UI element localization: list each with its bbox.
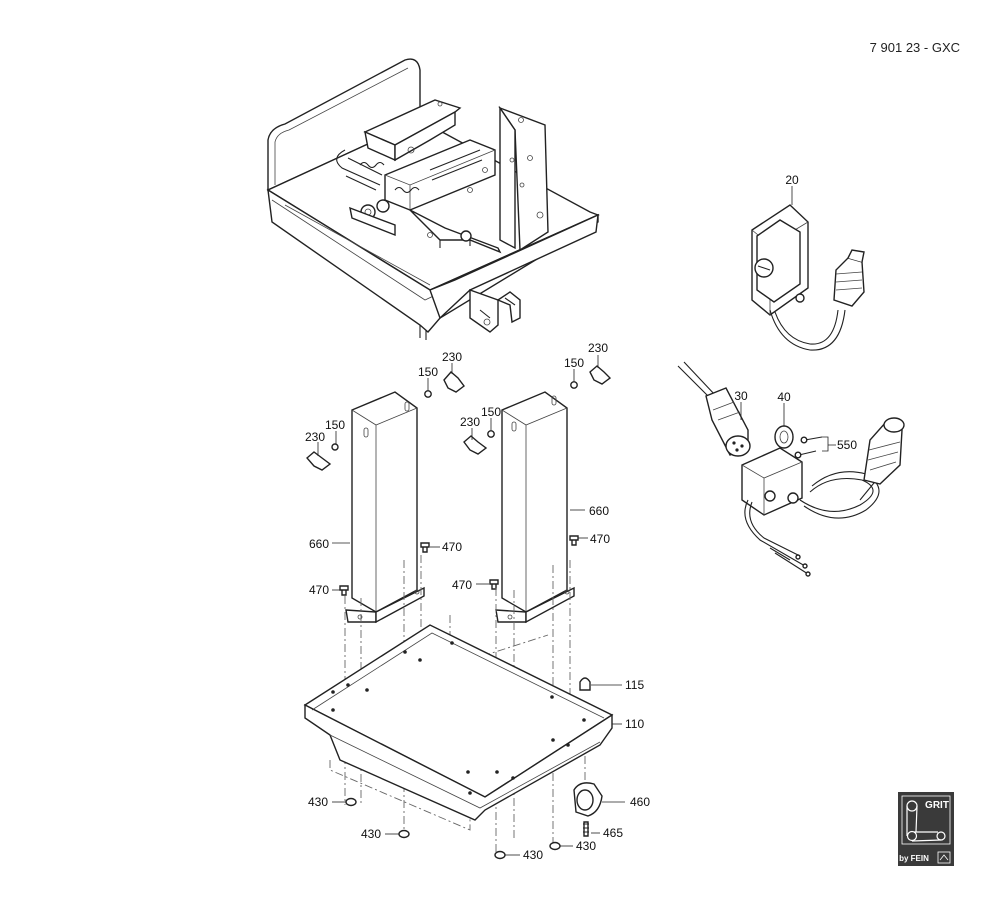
grinder-table-assembly — [266, 58, 600, 340]
label-230-left: 230 — [305, 430, 325, 444]
support-leg-left — [345, 391, 425, 624]
cable-plug-assembly — [677, 361, 905, 577]
label-30: 30 — [734, 389, 748, 403]
label-110: 110 — [625, 717, 644, 731]
label-40: 40 — [777, 390, 791, 404]
logo-byline: by FEIN — [899, 854, 929, 863]
label-550: 550 — [837, 438, 857, 452]
label-230-mid: 230 — [460, 415, 480, 429]
label-470-left-upper: 470 — [442, 540, 462, 554]
leader-lines — [317, 186, 836, 856]
label-660-left: 660 — [309, 537, 329, 551]
label-150-top-right: 150 — [564, 356, 584, 370]
label-230-top-right: 230 — [588, 341, 608, 355]
label-430-a: 430 — [308, 795, 328, 809]
logo-brand: GRIT — [925, 800, 949, 811]
label-470-right-lower: 470 — [452, 578, 472, 592]
label-460: 460 — [630, 795, 650, 809]
label-150-left: 150 — [325, 418, 345, 432]
base-plate — [303, 624, 614, 821]
part-number-labels: 20 30 40 550 230 150 150 230 230 150 150… — [305, 173, 857, 862]
label-150-mid: 150 — [481, 405, 501, 419]
label-150-top-left: 150 — [418, 365, 438, 379]
label-470-left-lower: 470 — [309, 583, 329, 597]
label-115: 115 — [625, 678, 644, 692]
label-470-right-upper: 470 — [590, 532, 610, 546]
support-leg-right — [495, 391, 575, 624]
label-430-c: 430 — [523, 848, 543, 862]
label-430-d: 430 — [576, 839, 596, 853]
label-230-top-left: 230 — [442, 350, 462, 364]
grit-by-fein-logo: GRIT by FEIN — [898, 792, 954, 866]
label-660-right: 660 — [589, 504, 609, 518]
switch-box-assembly — [751, 204, 865, 351]
drawing-code: 7 901 23 - GXC — [869, 40, 960, 55]
knobs-and-washers — [306, 365, 612, 596]
label-430-b: 430 — [361, 827, 381, 841]
label-20: 20 — [785, 173, 799, 187]
label-465: 465 — [603, 826, 623, 840]
